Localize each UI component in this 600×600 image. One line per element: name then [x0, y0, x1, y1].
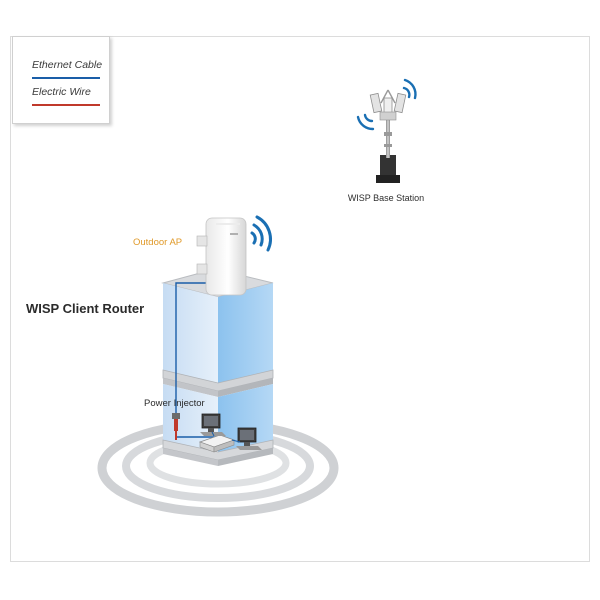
outdoor-ap-signal-icon: [250, 215, 272, 252]
power-injector-icon: [172, 413, 180, 431]
client-router-label: WISP Client Router: [26, 301, 144, 316]
legend-ethernet-label: Ethernet Cable: [32, 59, 103, 71]
legend-ethernet-line: [32, 77, 100, 79]
computer-icon: [236, 427, 262, 450]
lan-cables: [211, 431, 241, 443]
wifi-signal-icon: [356, 78, 417, 131]
switch-icon: [198, 434, 236, 453]
base-station-label: WISP Base Station: [348, 193, 424, 203]
outdoor-ap-icon: [196, 217, 247, 296]
computer-icon: [200, 413, 226, 436]
base-station-tower-icon: [369, 89, 407, 183]
legend-electric-label: Electric Wire: [32, 86, 91, 98]
legend-electric-line: [32, 104, 100, 106]
legend: Ethernet Cable Electric Wire: [12, 36, 110, 124]
outdoor-ap-label: Outdoor AP: [133, 237, 182, 248]
power-injector-label: Power Injector: [144, 398, 205, 409]
